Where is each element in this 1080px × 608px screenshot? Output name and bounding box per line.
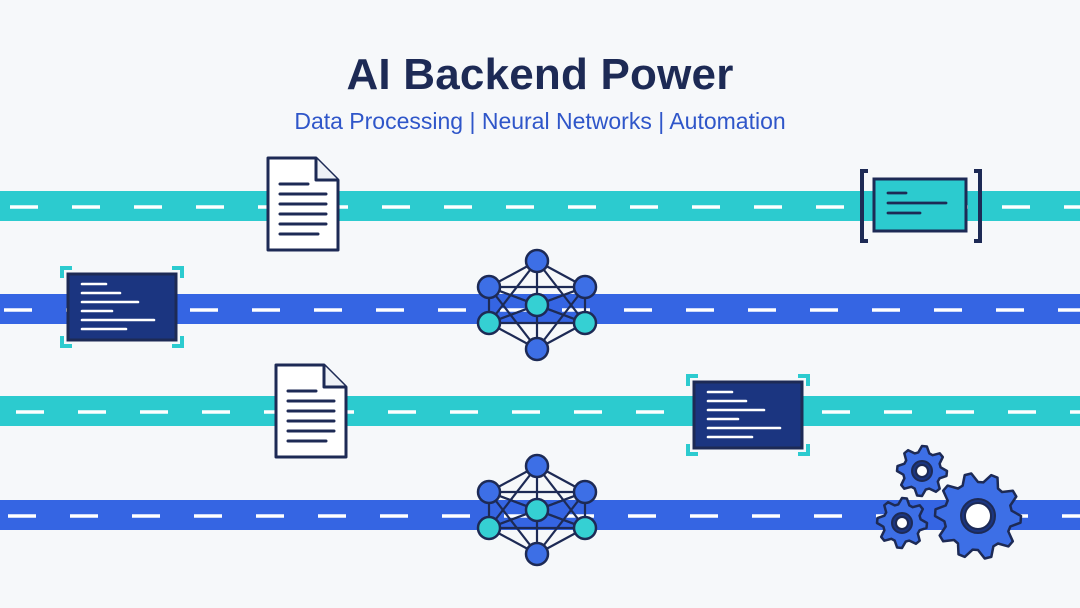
- code-window-icon: [60, 266, 184, 348]
- page-title: AI Backend Power: [346, 50, 734, 99]
- document-icon: [266, 156, 340, 252]
- gear-small-top-hole: [915, 464, 929, 478]
- lane-3: [0, 396, 1080, 426]
- code-window-icon: [686, 374, 810, 456]
- gears-icon: [875, 444, 1023, 560]
- page-subtitle: Data Processing | Neural Networks | Auto…: [294, 108, 786, 134]
- document-icon: [274, 363, 348, 459]
- code-window-icon: [860, 169, 982, 243]
- gear-large-hole: [964, 502, 992, 530]
- gear-small-bottom-hole: [895, 516, 909, 530]
